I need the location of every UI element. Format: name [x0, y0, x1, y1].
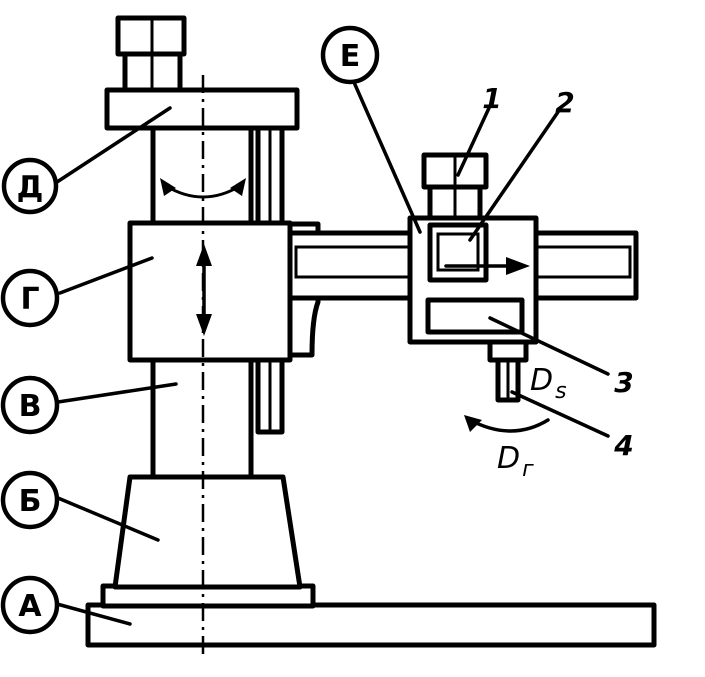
column-rotation-arrow-left — [160, 178, 176, 196]
label-1: 1 — [482, 82, 501, 115]
rotation-motion-main: D — [497, 441, 520, 476]
callout-v-circle — [0, 375, 60, 435]
rotation-motion-sub: г — [522, 457, 534, 482]
column-rotation-arrow-right — [230, 178, 246, 196]
column-rotation-arc — [165, 184, 241, 199]
leader-3 — [488, 316, 610, 376]
leader-a — [55, 602, 132, 626]
callout-e-circle — [320, 25, 380, 85]
callout-v-text: В — [19, 389, 42, 424]
callout-a-text: А — [18, 589, 42, 624]
drill-rotation-arrow — [464, 415, 482, 432]
leader-d — [55, 106, 172, 184]
callout-g-text: Г — [20, 282, 39, 317]
label-4: 4 — [613, 429, 633, 462]
rotation-motion-label: Dг — [497, 441, 534, 482]
callout-d-text: Д — [17, 170, 44, 205]
leader-1 — [456, 106, 491, 177]
leader-4 — [510, 390, 610, 438]
feed-motion-label: Ds — [530, 363, 567, 404]
callout-b-circle — [0, 470, 60, 530]
drill-rotation-arc — [468, 418, 550, 433]
leader-2 — [468, 110, 560, 242]
horizontal-feed-arrow — [506, 257, 530, 275]
leader-b — [56, 496, 160, 542]
label-3: 3 — [614, 366, 633, 399]
callout-b-text: Б — [19, 484, 42, 519]
callout-g-circle — [0, 268, 60, 328]
carriage-sleeve — [127, 220, 293, 363]
callout-a-circle — [0, 575, 60, 635]
callout-d-circle — [1, 157, 59, 215]
feed-motion-sub: s — [555, 379, 566, 404]
feed-motion-main: D — [530, 363, 553, 398]
spindle-collar — [487, 339, 529, 363]
leader-e — [351, 78, 422, 234]
pedestal — [112, 474, 303, 590]
base-plate — [85, 602, 657, 648]
label-2: 2 — [555, 86, 574, 119]
feed-gearbox-inner — [436, 232, 480, 272]
leader-g — [58, 256, 154, 295]
vertical-motion-arrow-down — [196, 314, 212, 336]
callout-e-text: Е — [340, 39, 361, 74]
leader-v — [56, 382, 178, 404]
